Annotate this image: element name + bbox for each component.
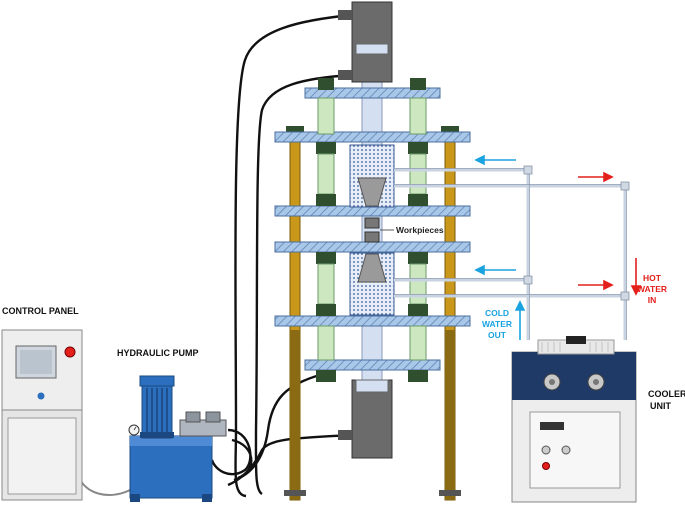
workpieces — [364, 217, 380, 243]
control-panel — [1, 329, 83, 501]
cooler-unit-label-1: COOLER — [648, 389, 685, 399]
water-pipes — [394, 168, 627, 340]
control-cable — [77, 474, 131, 496]
die-heaters — [349, 144, 395, 316]
hot-water-label-1: HOT — [643, 273, 662, 283]
control-panel-label: CONTROL PANEL — [2, 306, 79, 316]
hydraulic-pump — [128, 375, 227, 502]
cold-water-label-1: COLD — [485, 308, 509, 318]
hot-water-label-2: WATER — [637, 284, 667, 294]
cold-flow-arrows — [474, 154, 526, 340]
top-cylinder — [338, 1, 393, 83]
press-plates — [274, 87, 471, 371]
spring-guides — [316, 78, 428, 382]
hot-flow-arrows — [578, 171, 642, 296]
cold-water-label-2: WATER — [482, 319, 512, 329]
cooler-unit — [511, 336, 637, 503]
hydraulic-pump-label: HYDRAULIC PUMP — [117, 348, 199, 358]
pipe-junctions — [523, 165, 630, 301]
bottom-cylinder — [338, 379, 393, 459]
cooler-unit-label-2: UNIT — [650, 401, 671, 411]
hot-water-label-3: IN — [648, 295, 657, 305]
water-pipes-outline — [394, 168, 627, 340]
workpieces-label: Workpieces — [396, 225, 444, 235]
press-columns — [284, 126, 461, 501]
cold-water-label-3: OUT — [488, 330, 507, 340]
